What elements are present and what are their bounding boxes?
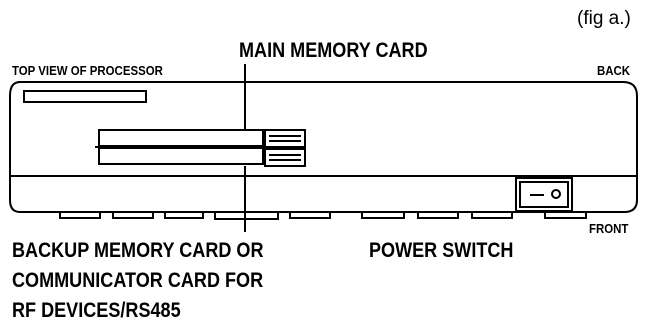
- foot-8: [471, 212, 513, 219]
- top-view-label: TOP VIEW OF PROCESSOR: [12, 63, 163, 78]
- foot-4: [214, 212, 279, 220]
- figure-label: (fig a.): [577, 8, 631, 29]
- foot-5: [289, 212, 331, 219]
- backup-card-connector: [264, 148, 306, 167]
- backup-card-label-line-3: RF DEVICES/RS485: [12, 299, 181, 322]
- top-slot: [23, 90, 147, 103]
- power-switch-rocker: [519, 181, 569, 208]
- foot-6: [361, 212, 405, 219]
- main-memory-card-slot: [98, 129, 264, 147]
- power-switch-label: POWER SWITCH: [369, 239, 514, 262]
- front-label: FRONT: [589, 221, 629, 236]
- power-switch-on-mark: [551, 189, 561, 199]
- main-memory-card-label: MAIN MEMORY CARD: [239, 39, 428, 62]
- foot-2: [112, 212, 154, 219]
- foot-3: [164, 212, 204, 219]
- foot-7: [417, 212, 459, 219]
- back-label: BACK: [597, 63, 631, 78]
- foot-9: [544, 212, 587, 219]
- power-switch-housing: [515, 177, 573, 212]
- foot-1: [59, 212, 101, 219]
- processor-enclosure: [9, 81, 638, 213]
- main-card-connector: [264, 129, 306, 148]
- backup-card-label-line-2: COMMUNICATOR CARD FOR: [12, 269, 264, 292]
- backup-card-label-line-1: BACKUP MEMORY CARD OR: [12, 239, 264, 262]
- backup-memory-card-slot: [98, 147, 264, 165]
